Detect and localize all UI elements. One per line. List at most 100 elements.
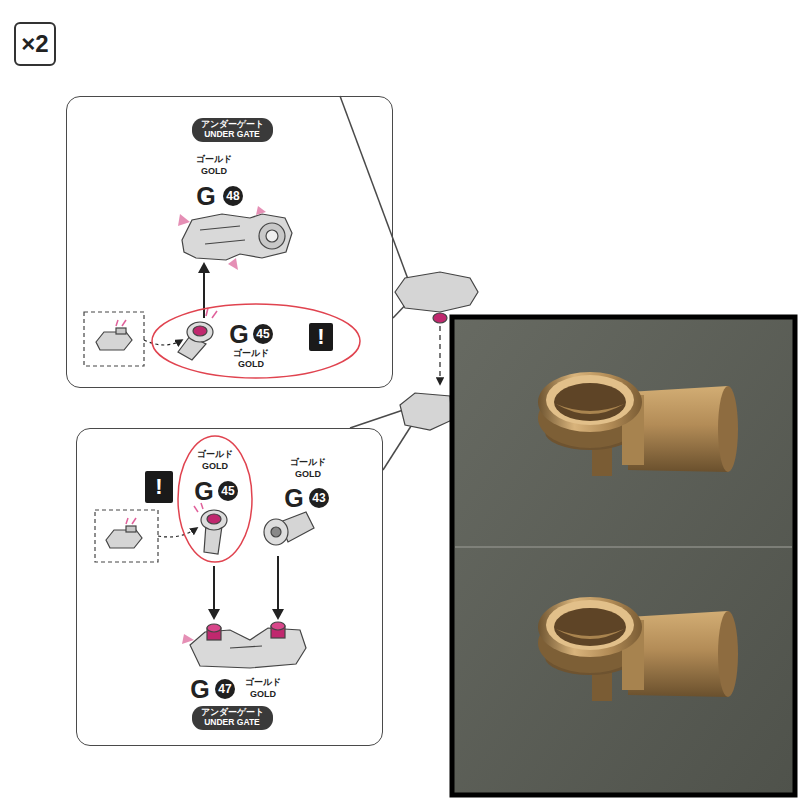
part-g45 xyxy=(206,308,208,316)
gate-detail xyxy=(144,340,182,345)
callout-panel: ゴールドGOLDG43G47ゴールドGOLD!ゴールドGOLDG45アンダーゲー… xyxy=(76,428,383,746)
part-number: 45 xyxy=(218,481,238,501)
gate-detail xyxy=(158,528,197,537)
part-g47 xyxy=(207,624,221,632)
part-g48 xyxy=(178,214,190,226)
part-g48 xyxy=(205,240,245,244)
part-g47 xyxy=(230,646,262,648)
assembly-figure xyxy=(395,272,478,312)
part-number: 43 xyxy=(309,488,329,508)
part-g48 xyxy=(200,226,240,230)
assembly-arrow xyxy=(208,556,284,620)
part-g47 xyxy=(182,622,306,668)
gate-label: UNDER GATE xyxy=(204,130,260,140)
runner-letter: G xyxy=(229,322,248,347)
gate-label-jp: アンダーゲート xyxy=(201,708,264,718)
assembly-arrow xyxy=(277,556,279,610)
part-g48 xyxy=(182,214,292,260)
part-g48 xyxy=(178,206,292,270)
gate-detail xyxy=(95,510,197,562)
ellipse-outline xyxy=(152,304,360,378)
gate-tag: アンダーゲートUNDER GATE xyxy=(192,706,273,730)
color-label: GOLD xyxy=(295,470,321,479)
callout-tail xyxy=(340,96,412,290)
gold-part-photo xyxy=(538,372,738,476)
warning-box: ! xyxy=(145,471,173,503)
color-label-jp: ゴールド xyxy=(290,458,326,467)
part-g47 xyxy=(190,628,306,668)
part-number: 48 xyxy=(223,186,243,206)
color-label: GOLD xyxy=(238,360,264,369)
gate-detail xyxy=(126,526,136,532)
photo-inset xyxy=(452,317,795,795)
quantity-box: ×2 xyxy=(14,22,56,66)
gate-detail xyxy=(106,530,142,548)
part-number: 45 xyxy=(253,324,273,344)
part-g45 xyxy=(178,308,217,360)
gate-detail xyxy=(84,312,144,366)
part-g45 xyxy=(201,510,227,530)
gate-detail xyxy=(116,328,126,334)
highlight-ellipse: ゴールド GOLD G45 xyxy=(177,435,253,563)
warning-mark: ! xyxy=(155,476,162,498)
runner-letter: G xyxy=(190,677,209,702)
runner-letter: G xyxy=(194,479,213,504)
color-label-jp: ゴールド xyxy=(245,678,281,687)
gate-tag: アンダーゲートUNDER GATE xyxy=(192,118,273,142)
gate-detail xyxy=(84,312,182,366)
assembly-figure xyxy=(400,393,452,430)
part-g48 xyxy=(266,230,278,242)
runner-letter: G xyxy=(196,184,215,209)
assembly-arrow xyxy=(213,566,215,610)
assembly-figure xyxy=(433,313,447,323)
gate-detail xyxy=(132,518,136,524)
gate-detail xyxy=(116,320,118,326)
part-g48 xyxy=(228,258,238,270)
part-g45 xyxy=(193,326,207,336)
part-g47 xyxy=(182,634,194,644)
part-g45 xyxy=(187,322,213,342)
color-label-jp: ゴールド xyxy=(196,155,232,164)
assembly-arrow xyxy=(208,609,220,620)
assembly-arrow xyxy=(272,609,284,620)
part-g43 xyxy=(264,512,314,545)
highlight-ellipse: G45 ゴールド GOLD! xyxy=(151,303,361,379)
photo-inset xyxy=(452,317,795,795)
assembly-arrow xyxy=(203,270,205,318)
part-g45 xyxy=(207,514,221,524)
ellipse-outline xyxy=(178,436,252,562)
color-label: GOLD xyxy=(250,690,276,699)
part-g43 xyxy=(264,519,288,545)
color-label-jp: ゴールド xyxy=(197,450,233,459)
color-label: GOLD xyxy=(202,462,228,471)
color-label-jp: ゴールド xyxy=(233,349,269,358)
part-g48 xyxy=(259,223,285,249)
photo-inset xyxy=(455,546,792,548)
part-g45 xyxy=(201,503,203,509)
part-number: 47 xyxy=(215,679,235,699)
color-label: GOLD xyxy=(201,167,227,176)
assembly-arrow xyxy=(198,262,210,273)
gate-detail xyxy=(126,518,128,524)
gate-detail xyxy=(122,320,126,326)
gate-detail xyxy=(96,332,132,350)
quantity: ×2 xyxy=(21,32,48,56)
gold-part-photo xyxy=(538,597,738,701)
runner-letter: G xyxy=(284,486,303,511)
part-g48 xyxy=(256,206,266,215)
part-g45 xyxy=(194,506,198,512)
warning-mark: ! xyxy=(317,326,324,348)
part-g45 xyxy=(194,503,227,554)
warning-box: ! xyxy=(309,323,333,351)
gate-detail xyxy=(95,510,158,562)
part-g43 xyxy=(271,527,281,537)
assembly-figure xyxy=(439,326,440,384)
part-g47 xyxy=(271,622,285,630)
gate-label: UNDER GATE xyxy=(204,718,260,728)
callout-panel: ゴールドGOLDG48アンダーゲートUNDER GATEG45ゴールドGOLD! xyxy=(66,96,393,388)
gate-label-jp: アンダーゲート xyxy=(201,120,264,130)
part-g45 xyxy=(212,311,217,318)
